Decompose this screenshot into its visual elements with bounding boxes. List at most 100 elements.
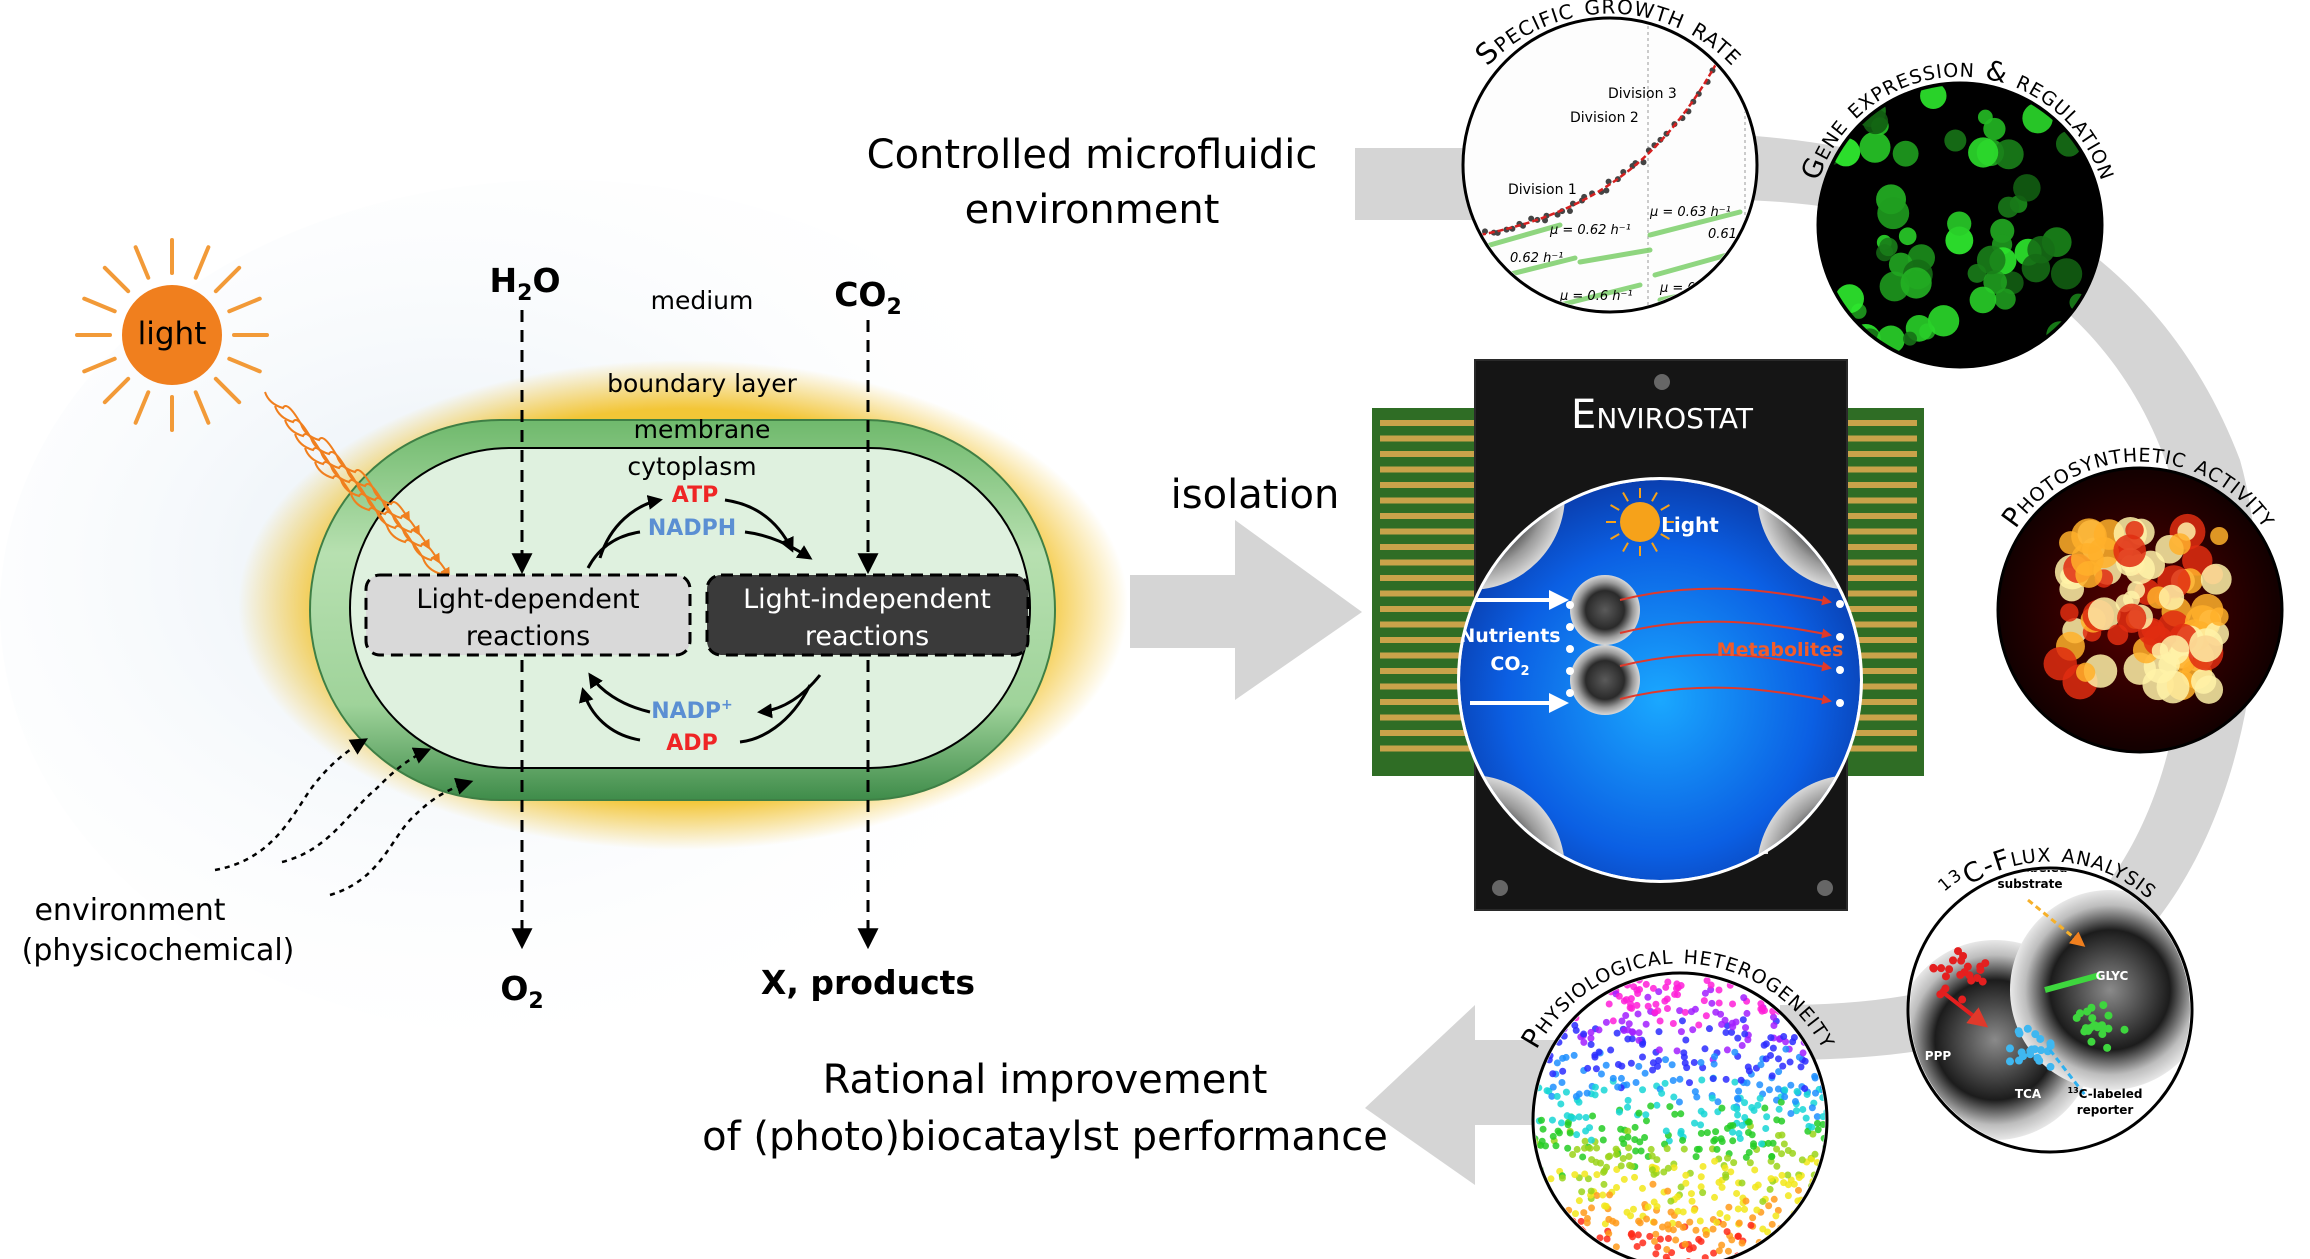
cell-dot (1759, 1004, 1767, 1012)
metabolite-node (1937, 964, 1946, 973)
cell-dot (1663, 1245, 1671, 1253)
chlorophyll-cell (2169, 533, 2191, 555)
cell-dot (1718, 1241, 1726, 1249)
chlorophyll-cell (2182, 545, 2213, 576)
cell-dot (1756, 1094, 1764, 1102)
pcb-pin (1380, 714, 1480, 721)
cell-dot (1612, 1219, 1620, 1227)
cell-dot (1602, 1202, 1610, 1210)
cell-dot (1745, 1118, 1753, 1126)
cell-dot (1642, 1111, 1650, 1119)
pcb-pin (1380, 575, 1480, 581)
cell-dot (1811, 1074, 1819, 1082)
cell-dot (1582, 1114, 1590, 1122)
cell-dot (1570, 1251, 1578, 1259)
envirostat-chip: ENVIROSTAT Light Nutrients CO2 Metabolit… (1372, 359, 1924, 911)
cell-dot (1635, 1029, 1643, 1037)
cell-dot (1575, 1251, 1583, 1259)
flux-panel: 13C-labeled substrate GLYC PPP TCA 13C-l… (1906, 866, 2194, 1154)
chip-hole-bl (1492, 880, 1508, 896)
cell-dot (1808, 1104, 1816, 1112)
cell-dot (1757, 1245, 1765, 1253)
cell-dot (1627, 1059, 1635, 1067)
cell-dot (1819, 1113, 1825, 1121)
rational-improvement-line2: of (photo)biocataylst performance (702, 1114, 1388, 1160)
cell-dot (1603, 1235, 1611, 1243)
cell-dot (1769, 1013, 1777, 1021)
cell-dot (1796, 1249, 1804, 1257)
cell-dot (1677, 1110, 1685, 1118)
cell-dot (1819, 1120, 1825, 1128)
cell-dot (1602, 1061, 1610, 1069)
chip-sun-ray (1622, 542, 1629, 552)
cell-dot (1744, 1036, 1752, 1044)
cell-dot (1633, 1001, 1641, 1009)
cell-dot (1542, 1218, 1550, 1226)
cell-dot (1729, 1137, 1737, 1145)
cell-dot (1816, 986, 1824, 994)
cell-dot (1775, 1068, 1783, 1076)
cell-dot (1618, 1017, 1626, 1025)
metabolite-node (1978, 977, 1987, 986)
cell-dot (1562, 1088, 1570, 1096)
metabolite-node (1949, 956, 1958, 965)
cell-dot (1573, 1145, 1581, 1153)
cell-dot (1772, 1236, 1780, 1244)
cell-dot (1636, 1138, 1644, 1146)
cell-dot (1680, 1049, 1688, 1057)
chip-sun-ray (1610, 533, 1620, 540)
cell-dot (1641, 1133, 1649, 1141)
fluorescent-cell (1920, 85, 1947, 110)
cell-dot (1697, 1129, 1705, 1137)
cell-dot (1664, 1235, 1672, 1243)
cell-dot (1679, 1208, 1687, 1216)
cell-dot (1816, 985, 1824, 993)
cell-dot (1812, 1089, 1820, 1097)
cell-dot (1535, 1179, 1543, 1187)
metabolite-node (2046, 1062, 2055, 1071)
rate-2: μ = 0.63 h⁻¹ (1649, 205, 1731, 220)
cell-dot (1718, 1183, 1726, 1191)
chlorophyll-cell (2194, 675, 2224, 704)
cell-dot (1722, 1171, 1730, 1179)
cell-dot (1535, 1241, 1539, 1249)
cell-dot (1805, 1219, 1813, 1227)
cell-dot (1697, 1059, 1705, 1067)
envirostat-title: ENVIROSTAT (1571, 392, 1754, 438)
cell-dot (1769, 1044, 1777, 1052)
cell-dot (1742, 1197, 1750, 1205)
cell-dot (1669, 1020, 1677, 1028)
cell-dot (1696, 1217, 1704, 1225)
cell-dot (1563, 1230, 1571, 1238)
cell-dot (1718, 1137, 1726, 1145)
light-dependent-box (364, 573, 692, 657)
cell-dot (1664, 978, 1672, 986)
cell-dot (1628, 1028, 1636, 1036)
cell-dot (1535, 1229, 1542, 1237)
cell-dot (1642, 1117, 1650, 1125)
heterogeneity-panel (1531, 971, 1829, 1259)
sun-ray (133, 245, 151, 280)
cell-dot (1587, 1041, 1595, 1049)
chip-metabolite-dot (1836, 699, 1844, 707)
chip-sun-icon (1620, 502, 1660, 542)
cell-dot (1596, 1234, 1604, 1242)
cell-dot (1580, 1030, 1588, 1038)
fluorescent-cell (1927, 305, 1960, 337)
cell-dot (1697, 1107, 1705, 1115)
pcb-pin (1380, 606, 1480, 612)
chip-nutrient-dot (1566, 645, 1574, 653)
sun-ray (193, 390, 211, 425)
cell-dot (1575, 1197, 1583, 1205)
cell-dot (1613, 1029, 1621, 1037)
chip-light-label: Light (1661, 513, 1719, 537)
cell-dot (1631, 1123, 1639, 1131)
pcb-pin (1825, 544, 1917, 550)
cell-dot (1571, 1171, 1579, 1179)
pcb-pin (1380, 559, 1480, 566)
cell-dot (1815, 1229, 1823, 1237)
cell-dot (1738, 1121, 1746, 1129)
cell-dot (1598, 1124, 1606, 1132)
fluorescent-cell (2073, 345, 2099, 365)
cell-dot (1549, 1205, 1557, 1213)
